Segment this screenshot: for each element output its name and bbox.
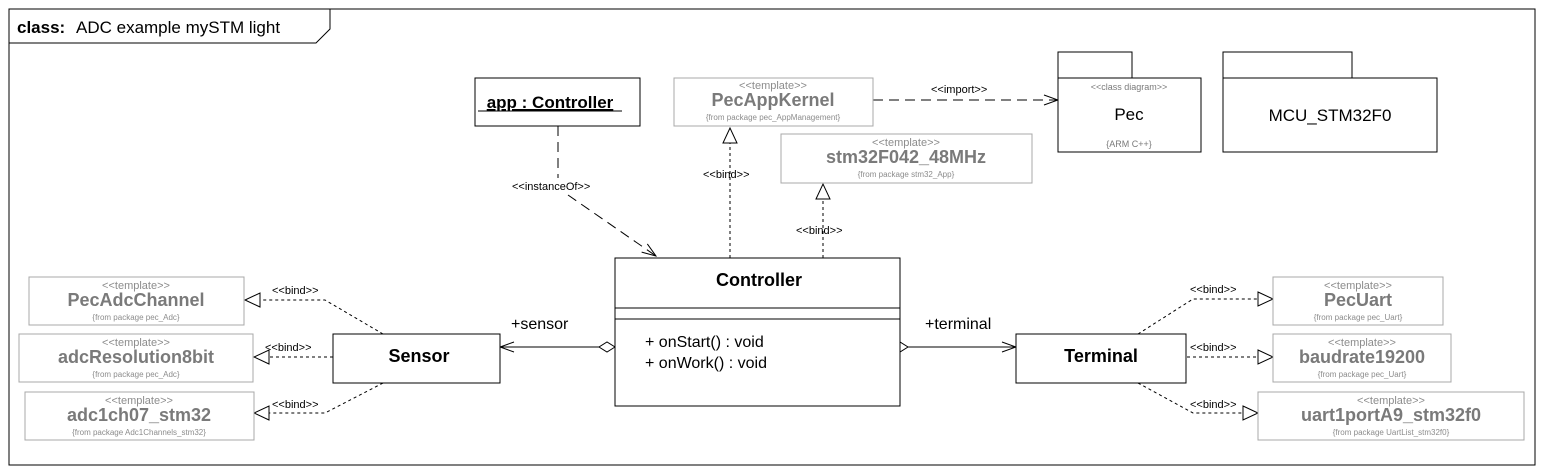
stereotype: <<template>> <box>1357 395 1425 407</box>
frame-keyword: class: <box>17 18 65 37</box>
bind-label-uart1port: <<bind>> <box>1190 399 1237 411</box>
role-terminal: +terminal <box>925 316 991 333</box>
template-pec-app-kernel[interactable]: <<template>> PecAppKernel {from package … <box>673 77 874 127</box>
template-name: uart1portA9_stm32f0 <box>1301 405 1481 425</box>
bind-line-uart1port <box>1137 382 1260 421</box>
template-origin: {from package pec_AppManagement} <box>706 113 841 122</box>
template-baudrate[interactable]: <<template>> baudrate19200 {from package… <box>1272 333 1452 383</box>
import-label: <<import>> <box>931 84 987 96</box>
class-name: Sensor <box>388 346 449 366</box>
bind-label-baudrate: <<bind>> <box>1190 342 1237 354</box>
template-name: PecAdcChannel <box>67 290 204 310</box>
package-name: Pec <box>1114 105 1144 124</box>
template-origin: {from package Adc1Channels_stm32} <box>72 428 206 437</box>
bind-label-stm32: <<bind>> <box>796 225 843 237</box>
template-origin: {from package pec_Adc} <box>92 370 179 379</box>
template-stm32[interactable]: <<template>> stm32F042_48MHz {from packa… <box>780 133 1033 184</box>
package-mcu[interactable]: MCU_STM32F0 <box>1222 51 1438 153</box>
operation-on-work: + onWork() : void <box>645 355 767 372</box>
instance-label: app : Controller <box>487 93 614 112</box>
package-stereotype: <<class diagram>> <box>1091 82 1168 92</box>
stereotype: <<template>> <box>102 280 170 292</box>
template-origin: {from package pec_Adc} <box>92 313 179 322</box>
template-name: adc1ch07_stm32 <box>67 405 211 425</box>
class-name: Terminal <box>1064 346 1138 366</box>
bind-label-app-kernel: <<bind>> <box>703 169 750 181</box>
stereotype: <<template>> <box>102 337 170 349</box>
bind-label-adc1ch07: <<bind>> <box>272 399 319 411</box>
template-name: stm32F042_48MHz <box>826 147 986 167</box>
instance-of-line-lower <box>567 194 656 256</box>
package-pec[interactable]: <<class diagram>> Pec {ARM C++} <box>1057 51 1202 153</box>
class-terminal[interactable]: Terminal <box>1015 333 1187 384</box>
stereotype: <<template>> <box>1328 337 1396 349</box>
template-name: PecAppKernel <box>711 90 834 110</box>
bind-line-pec-uart <box>1137 291 1275 335</box>
template-adc-resolution[interactable]: <<template>> adcResolution8bit {from pac… <box>18 333 254 383</box>
instance-of-label: <<instanceOf>> <box>512 181 590 193</box>
bind-label-pec-adc-channel: <<bind>> <box>272 285 319 297</box>
role-sensor: +sensor <box>511 316 569 333</box>
template-pec-uart[interactable]: <<template>> PecUart {from package pec_U… <box>1272 276 1444 326</box>
frame-title: ADC example mySTM light <box>76 18 280 37</box>
operation-on-start: + onStart() : void <box>645 334 764 351</box>
bind-line-pec-adc-channel <box>243 292 384 335</box>
frame-tab <box>9 9 331 44</box>
template-origin: {from package UartList_stm32f0} <box>1333 428 1450 437</box>
class-controller[interactable]: Controller + onStart() : void + onWork()… <box>614 257 901 407</box>
template-pec-adc-channel[interactable]: <<template>> PecAdcChannel {from package… <box>28 276 245 326</box>
template-origin: {from package pec_Uart} <box>1318 370 1407 379</box>
package-name: MCU_STM32F0 <box>1269 106 1392 125</box>
package-tag: {ARM C++} <box>1106 139 1152 149</box>
instance-app-controller[interactable]: app : Controller <box>474 77 641 127</box>
stereotype: <<template>> <box>739 80 807 92</box>
stereotype: <<template>> <box>872 137 940 149</box>
template-name: adcResolution8bit <box>58 347 214 367</box>
template-uart1port[interactable]: <<template>> uart1portA9_stm32f0 {from p… <box>1257 391 1525 441</box>
class-sensor[interactable]: Sensor <box>332 333 501 384</box>
bind-label-adc-resolution: <<bind>> <box>265 342 312 354</box>
stereotype: <<template>> <box>1324 280 1392 292</box>
template-adc1ch07[interactable]: <<template>> adc1ch07_stm32 {from packag… <box>24 391 255 441</box>
template-name: baudrate19200 <box>1299 347 1425 367</box>
template-name: PecUart <box>1324 290 1392 310</box>
template-origin: {from package stm32_App} <box>858 170 955 179</box>
stereotype: <<template>> <box>105 395 173 407</box>
bind-label-pec-uart: <<bind>> <box>1190 284 1237 296</box>
diagram-frame <box>8 8 1536 466</box>
template-origin: {from package pec_Uart} <box>1314 313 1403 322</box>
class-name: Controller <box>716 270 802 290</box>
